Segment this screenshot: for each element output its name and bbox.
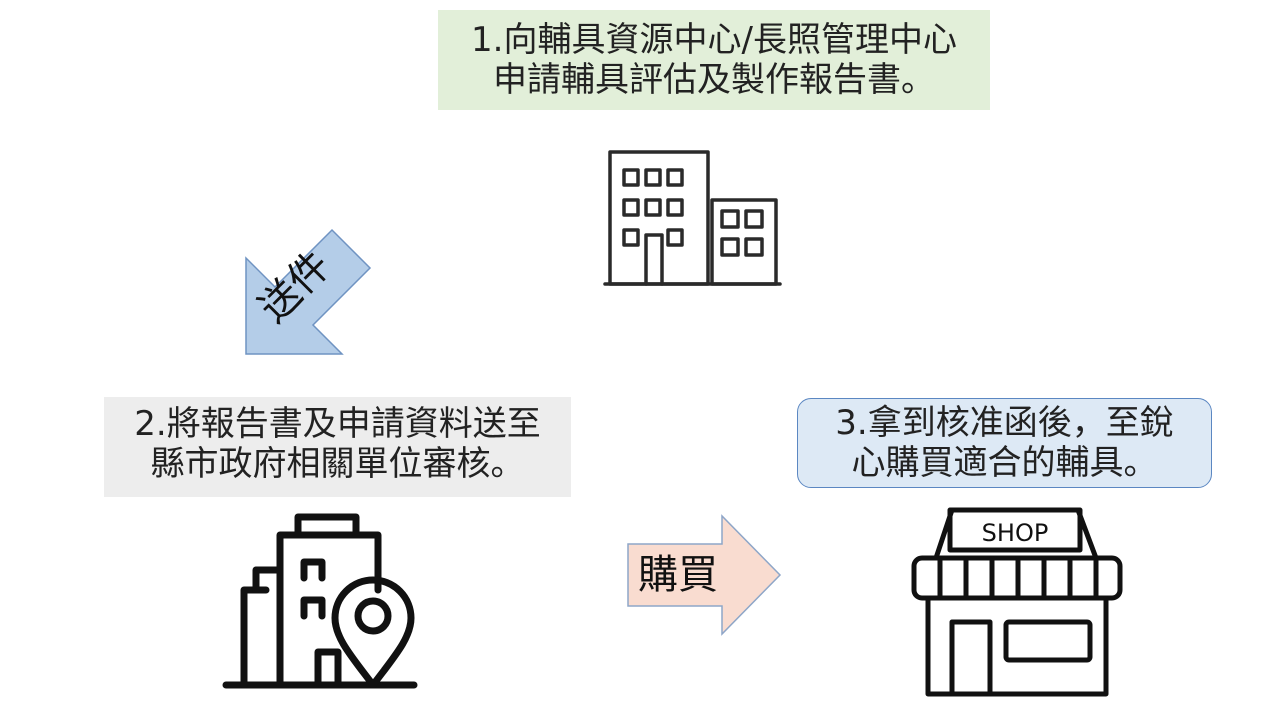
step-3-line-2: 心購買適合的輔具。: [851, 443, 1158, 483]
step-2-box: 2.將報告書及申請資料送至 縣市政府相關單位審核。: [104, 397, 571, 497]
shop-storefront-icon: SHOP: [911, 507, 1123, 697]
step-3-line-1: 3.拿到核准函後，至銳: [835, 403, 1174, 443]
buy-arrow: [627, 514, 782, 636]
step-1-box: 1.向輔具資源中心/長照管理中心 申請輔具評估及製作報告書。: [438, 10, 990, 110]
shop-sign-text: SHOP: [982, 519, 1049, 547]
step-2-line-2: 縣市政府相關單位審核。: [150, 444, 525, 484]
step-3-box: 3.拿到核准函後，至銳 心購買適合的輔具。: [797, 398, 1212, 488]
office-building-icon: [603, 150, 782, 286]
send-arrow: [245, 228, 372, 355]
step-2-line-1: 2.將報告書及申請資料送至: [134, 404, 541, 444]
step-2-number: 2.: [134, 404, 167, 444]
step-1-line-1: 1.向輔具資源中心/長照管理中心: [471, 20, 957, 60]
buy-arrow-label: 購買: [638, 552, 718, 598]
step-3-number: 3.: [835, 403, 868, 443]
step-1-line-2: 申請輔具評估及製作報告書。: [493, 60, 935, 100]
step-1-number: 1.: [471, 20, 504, 60]
city-location-pin-icon: [222, 513, 418, 689]
